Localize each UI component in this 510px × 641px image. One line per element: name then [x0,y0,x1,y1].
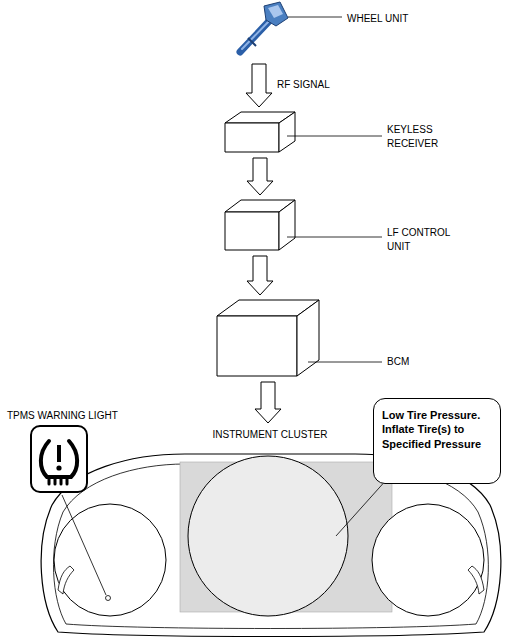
box-front [225,212,279,250]
box-side [297,300,319,376]
valve-stem [240,18,272,52]
node-outline [217,300,319,376]
part-label: KEYLESS RECEIVER [387,123,459,150]
leader-line [62,495,106,595]
part-label: WHEEL UNIT [347,12,457,26]
flow-arrow [247,158,273,195]
control-module: LF CONTROL UNIT [225,200,295,250]
part-label: LF CONTROL UNIT [387,226,467,253]
left-slot [58,566,74,594]
tire-tread [54,478,57,484]
leader-line [287,237,382,238]
node-outline [228,2,290,58]
tire-tread [60,478,63,484]
right-gauge [372,504,484,616]
box-side [279,112,295,152]
control-module: BCM [217,300,319,376]
center-gauge [188,456,348,616]
message-callout: Low Tire Pressure. Inflate Tire(s) to Sp… [373,398,501,484]
exclamation-dot [56,465,61,470]
box-side [279,200,295,250]
left-gauge [54,504,166,616]
tire-outline [41,441,77,477]
control-module: KEYLESS RECEIVER [225,112,295,152]
box-front [225,123,279,152]
exclamation-bar [57,445,61,462]
box-front [217,316,297,376]
flow-arrow [246,64,272,107]
sensor-face [268,5,283,18]
valve-highlight [242,20,270,49]
tire-tread [48,478,51,484]
part-label: TPMS WARNING LIGHT [7,409,147,423]
valve-nut [248,38,256,46]
wheel-unit: WHEEL UNIT [228,2,290,58]
signal-label: RF SIGNAL [276,79,331,90]
warning-lamp-spot [106,596,111,601]
node-outline [32,427,90,495]
flow-arrow [255,382,281,423]
sensor-body [264,2,288,26]
right-slot [468,566,484,594]
callout-pointer [336,478,388,536]
tire-tread [66,478,69,484]
warning-light-icon: TPMS WARNING LIGHT [30,425,88,493]
leader-line [308,362,382,363]
leader-line [288,17,342,18]
warning-message: Low Tire Pressure. Inflate Tire(s) to Sp… [382,408,492,451]
leader-line [287,136,382,137]
part-label: BCM [387,355,447,369]
flow-arrow [247,256,273,295]
node-outline [225,200,295,250]
node-outline [225,112,295,152]
